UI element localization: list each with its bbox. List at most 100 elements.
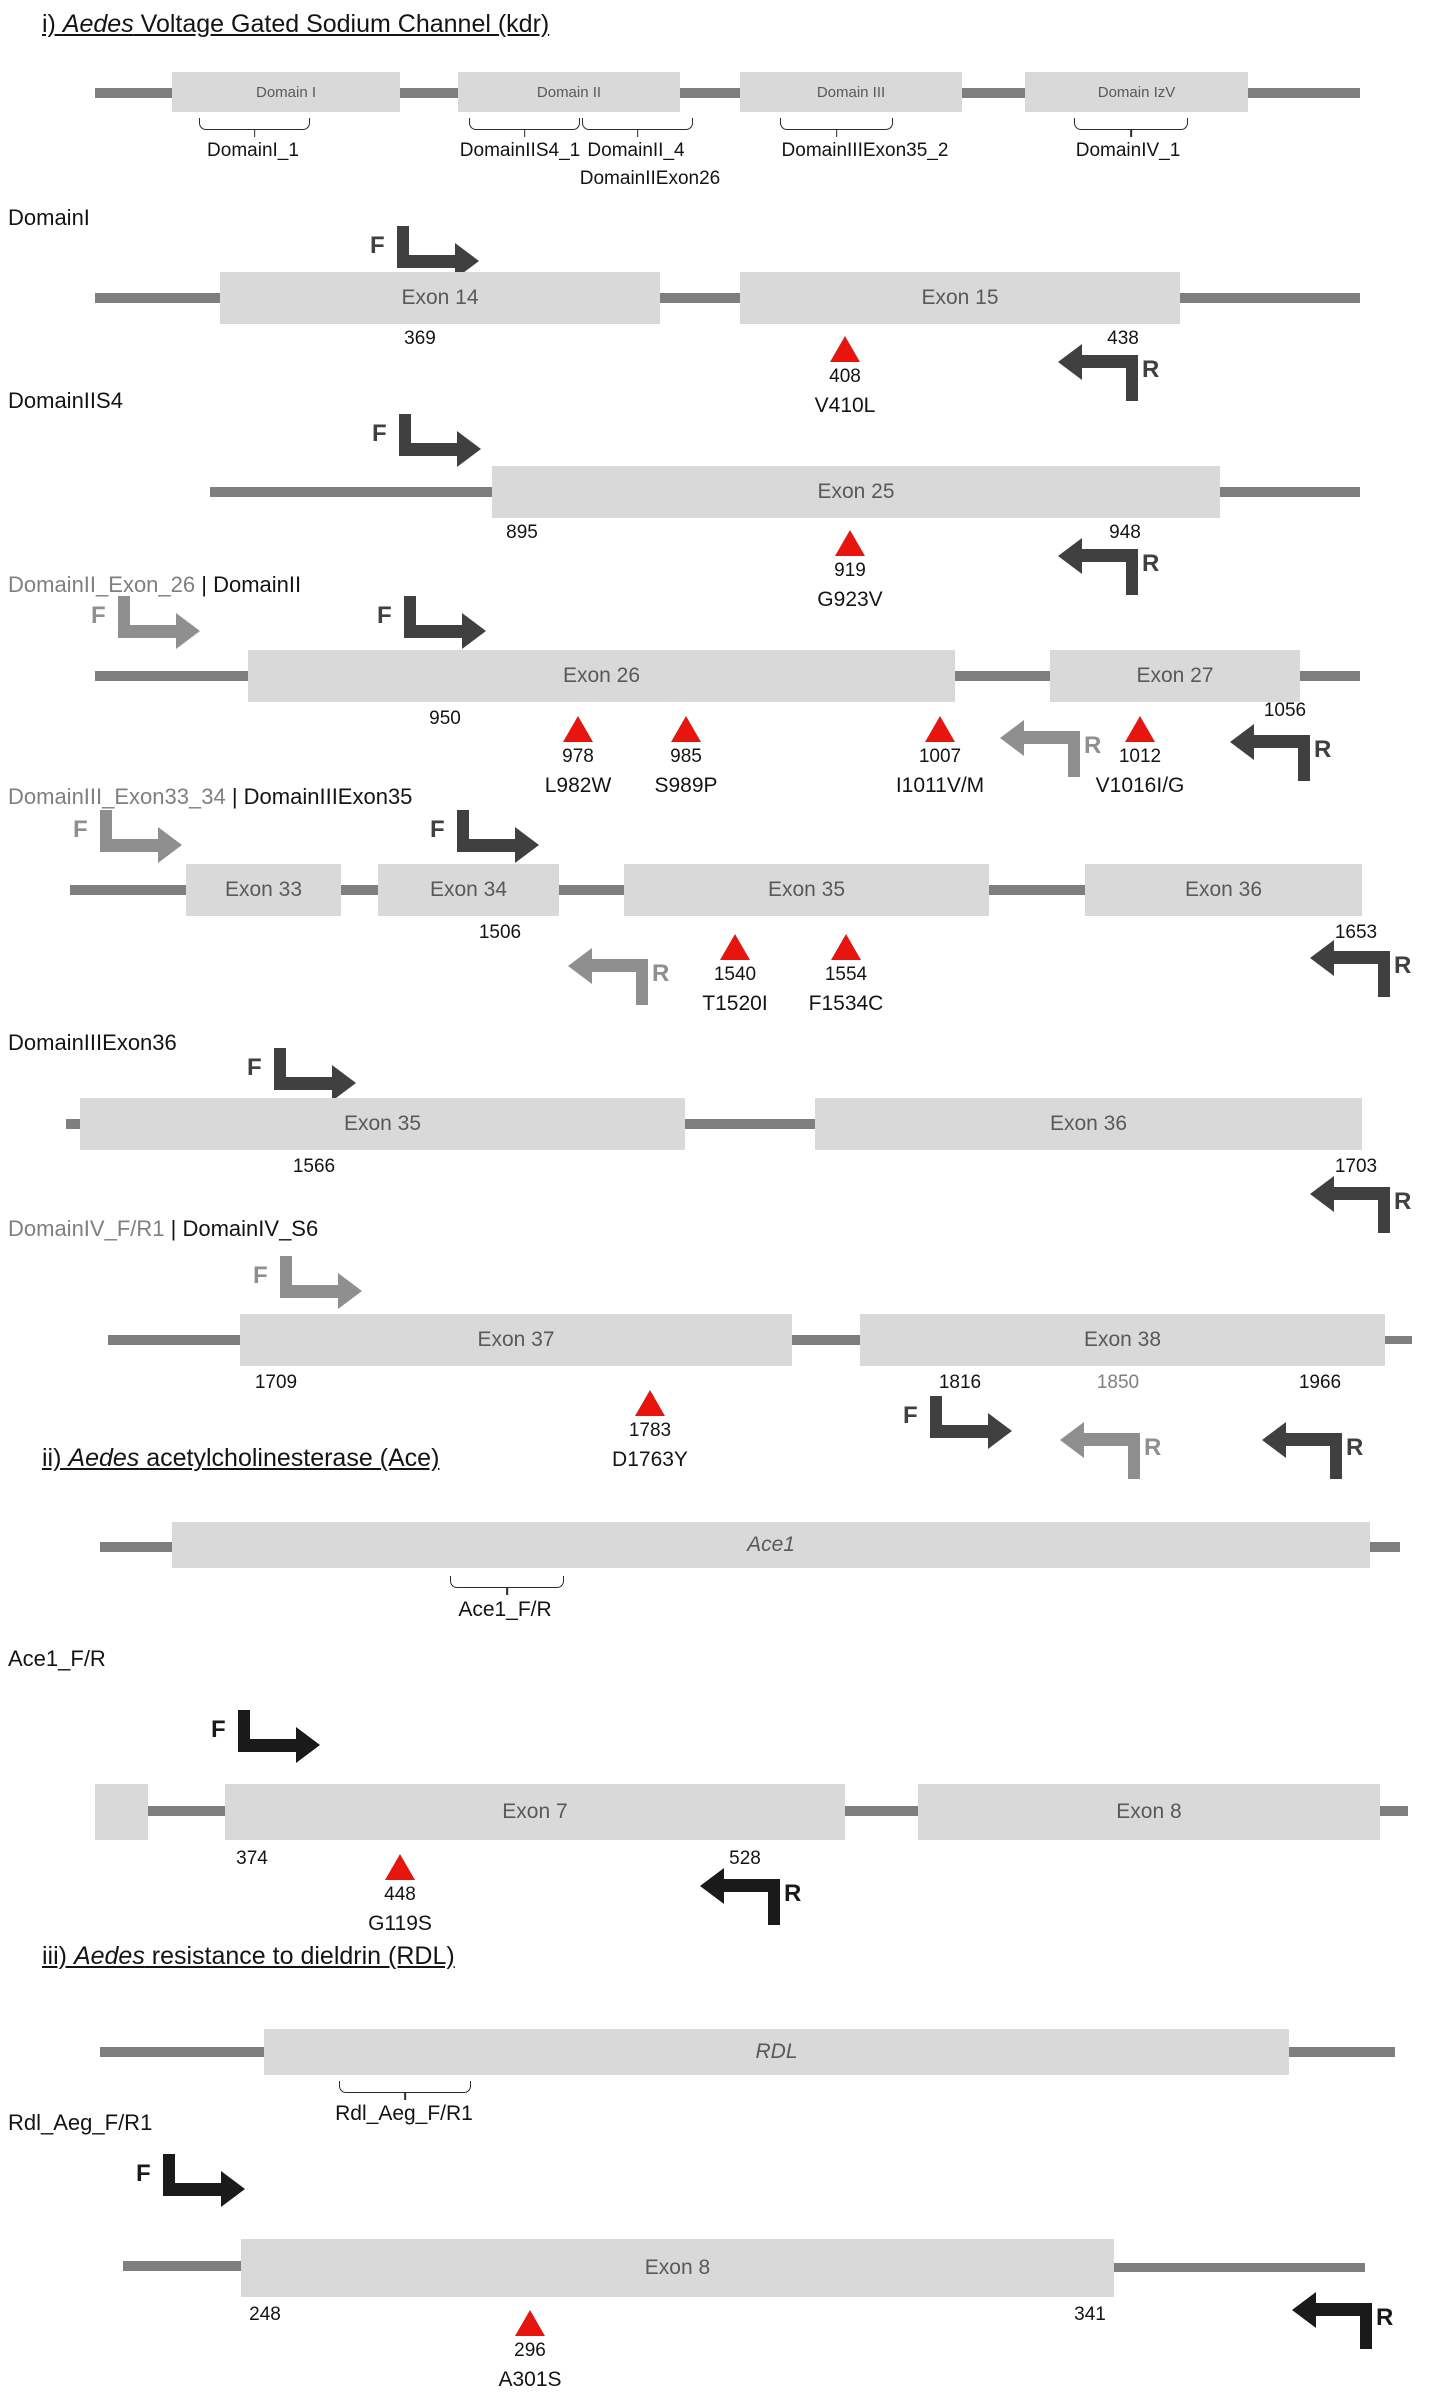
section-label-text: Ace1_F/R bbox=[8, 1646, 106, 1671]
mutation-triangle-icon bbox=[925, 716, 955, 742]
arrow-bar-icon bbox=[397, 255, 457, 268]
arrow-head-icon bbox=[1310, 1176, 1334, 1212]
exon-box: Domain II bbox=[458, 72, 680, 112]
exon-box: RDL bbox=[264, 2029, 1289, 2075]
label-part: | bbox=[164, 1216, 183, 1241]
primer-letter: R bbox=[784, 1880, 802, 1907]
primer-letter: R bbox=[1394, 1188, 1412, 1215]
panel-title-text: ii) Aedes acetylcholinesterase (Ace) bbox=[42, 1444, 439, 1472]
label-part: DomainIV_1 bbox=[1075, 140, 1181, 161]
mutation-aa-change: D1763Y bbox=[612, 1448, 688, 1471]
mutation-triangle-icon bbox=[515, 2310, 545, 2336]
arrow-bar-icon bbox=[722, 1879, 780, 1892]
panel-title: iii) Aedes resistance to dieldrin (RDL) bbox=[42, 1942, 455, 1971]
exon-label: Exon 8 bbox=[644, 2256, 711, 2279]
brace-icon bbox=[339, 2081, 471, 2093]
exon-box: Exon 7 bbox=[225, 1784, 845, 1840]
mutation-triangle-icon bbox=[671, 716, 701, 742]
primer-letter: F bbox=[211, 1716, 226, 1743]
mutation-position: 296 bbox=[514, 2340, 546, 2361]
section-label-text: Rdl_Aeg_F/R1 bbox=[8, 2110, 152, 2135]
section-label: Rdl_Aeg_F/R1 bbox=[8, 2110, 152, 2135]
arrow-bar-icon bbox=[1080, 549, 1138, 562]
primer-name-label-text: Ace1_F/R bbox=[458, 1598, 551, 1621]
primer-name-label-text: DomainII_4 bbox=[587, 140, 684, 161]
panel-title-text: i) Aedes Voltage Gated Sodium Channel (k… bbox=[42, 10, 549, 38]
label-part: DomainIII_Exon33_34 bbox=[8, 784, 226, 809]
label-part: DomainIIS4_1 bbox=[459, 140, 581, 161]
primer-letter: R bbox=[1314, 736, 1332, 763]
mutation-triangle-icon bbox=[720, 934, 750, 960]
primer-name-label: DomainI_1 bbox=[207, 140, 299, 162]
mutation-position: 448 bbox=[384, 1884, 416, 1905]
backbone-line bbox=[108, 1335, 240, 1345]
primer-letter: F bbox=[91, 602, 106, 629]
exon-box: Exon 26 bbox=[248, 650, 955, 702]
exon-label: Exon 26 bbox=[562, 664, 641, 687]
section-label-text: DomainI bbox=[8, 205, 90, 230]
position-number: 1709 bbox=[254, 1372, 298, 1393]
label-part: Rdl_Aeg_F/R1 bbox=[8, 2110, 153, 2135]
arrow-bar-icon bbox=[1284, 1433, 1342, 1446]
mutation-aa-change: G119S bbox=[368, 1912, 432, 1935]
arrow-bar-icon bbox=[100, 839, 160, 852]
arrow-bar-icon bbox=[280, 1285, 340, 1298]
primer-name-label-text: DomainIIIExon35_2 bbox=[782, 140, 949, 161]
label-part: DomainI bbox=[8, 205, 90, 230]
exon-box: Exon 14 bbox=[220, 272, 660, 324]
arrow-head-icon bbox=[1060, 1422, 1084, 1458]
position-number: 1653 bbox=[1334, 922, 1378, 943]
exon-label: Exon 7 bbox=[502, 1800, 568, 1823]
position-number: 374 bbox=[236, 1848, 268, 1869]
exon-box: Exon 8 bbox=[241, 2239, 1114, 2297]
backbone-line bbox=[95, 293, 220, 303]
backbone-line bbox=[792, 1335, 860, 1345]
exon-label: Exon 37 bbox=[477, 1328, 555, 1351]
backbone-line bbox=[66, 1119, 80, 1129]
exon-box: Exon 35 bbox=[80, 1098, 685, 1150]
panel-title: i) Aedes Voltage Gated Sodium Channel (k… bbox=[42, 10, 549, 39]
primer-name-label-text: DomainI_1 bbox=[207, 140, 299, 161]
mutation-aa-change: F1534C bbox=[808, 992, 884, 1015]
arrow-head-icon bbox=[1058, 538, 1082, 574]
brace-icon bbox=[582, 118, 693, 130]
exon-box bbox=[95, 1784, 148, 1840]
mutation-aa-change: S989P bbox=[654, 774, 718, 797]
backbone-line bbox=[1220, 487, 1360, 497]
label-part: i) bbox=[42, 10, 63, 38]
label-part: DomainIIIExon36 bbox=[8, 1030, 177, 1055]
primer-letter: F bbox=[253, 1262, 268, 1289]
primer-letter: F bbox=[377, 602, 392, 629]
arrow-head-icon bbox=[462, 613, 486, 649]
label-part: ii) bbox=[42, 1444, 69, 1472]
primer-name-label: DomainIIIExon35_2 bbox=[782, 140, 949, 162]
arrow-head-icon bbox=[1292, 2292, 1316, 2328]
arrow-head-icon bbox=[988, 1413, 1012, 1449]
primer-name-label: DomainIIExon26 bbox=[580, 168, 720, 190]
mutation-triangle-icon bbox=[385, 1854, 415, 1880]
backbone-line bbox=[660, 293, 740, 303]
exon-box: Exon 37 bbox=[240, 1314, 792, 1366]
arrow-head-icon bbox=[158, 827, 182, 863]
position-number: 948 bbox=[1109, 522, 1141, 543]
exon-label: Exon 27 bbox=[1136, 664, 1214, 687]
primer-letter: R bbox=[652, 960, 670, 987]
backbone-line bbox=[95, 88, 1360, 98]
arrow-bar-icon bbox=[1332, 1187, 1390, 1200]
arrow-head-icon bbox=[176, 613, 200, 649]
arrow-stem-icon bbox=[1126, 549, 1138, 595]
mutation-triangle-icon bbox=[835, 530, 865, 556]
label-part: | bbox=[225, 784, 244, 809]
primer-letter: R bbox=[1376, 2304, 1394, 2331]
arrow-stem-icon bbox=[768, 1879, 780, 1925]
arrow-stem-icon bbox=[1128, 1433, 1140, 1479]
exon-label: Exon 38 bbox=[1083, 1328, 1162, 1351]
section-label-text: DomainIII_Exon33_34 | DomainIIIExon35 bbox=[8, 784, 412, 809]
primer-letter: R bbox=[1142, 550, 1160, 577]
mutation-aa-change: V1016I/G bbox=[1095, 774, 1185, 797]
arrow-head-icon bbox=[1262, 1422, 1286, 1458]
backbone-line bbox=[123, 2261, 241, 2271]
backbone-line bbox=[685, 1119, 815, 1129]
mutation-aa-change: L982W bbox=[544, 774, 612, 797]
label-part: Ace1_F/R bbox=[458, 1598, 552, 1621]
